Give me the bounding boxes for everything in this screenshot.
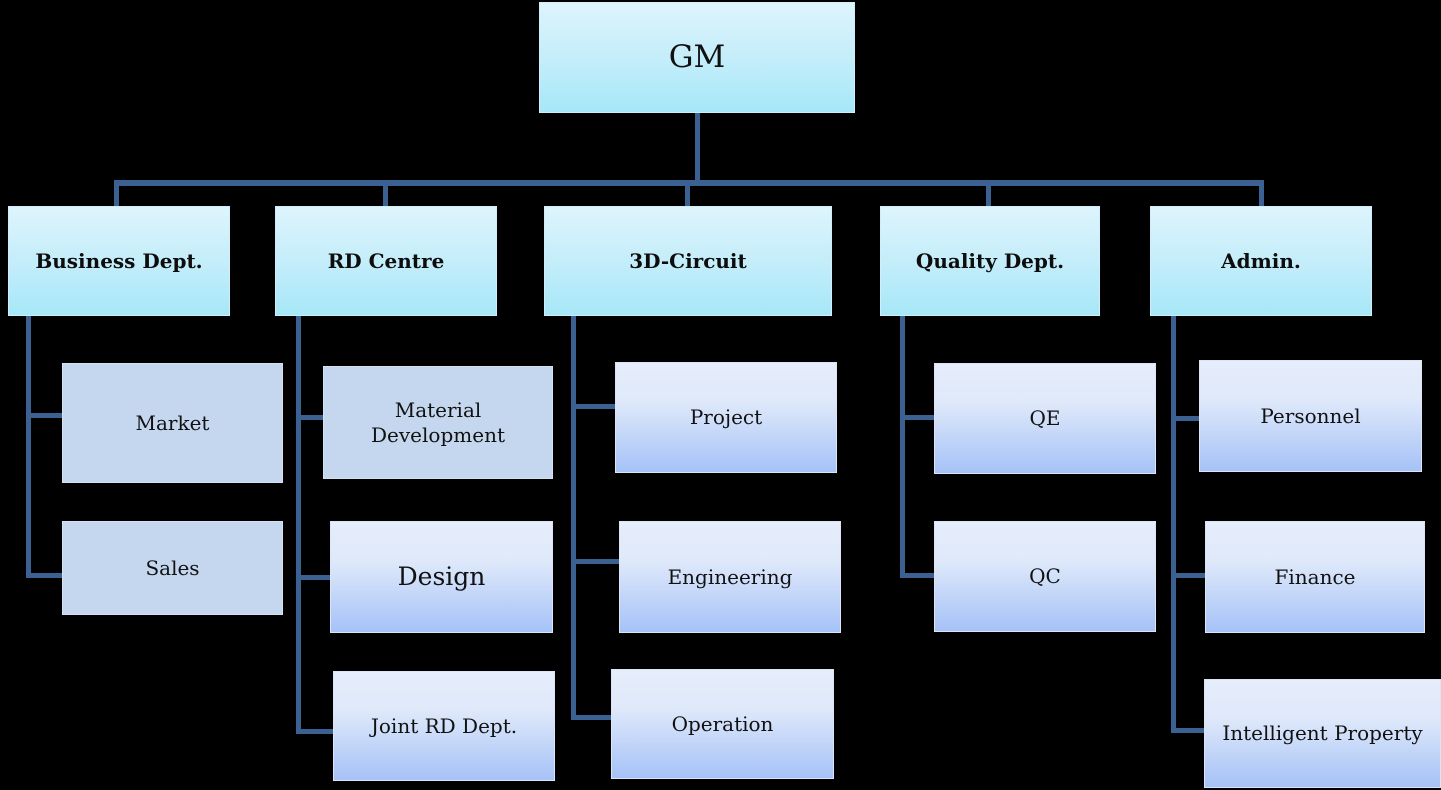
- org-node-qe: QE: [934, 363, 1156, 474]
- org-node-admin: Admin.: [1150, 206, 1372, 316]
- connector-elbow-sales: [26, 573, 62, 578]
- connector-elbow-jointrd: [296, 729, 333, 734]
- connector-elbow-qe: [900, 415, 934, 420]
- connector-trunk-business: [26, 316, 31, 578]
- org-node-sales: Sales: [62, 521, 283, 615]
- connector-stub-admin: [1259, 180, 1264, 206]
- connector-stub-quality: [986, 180, 991, 206]
- connector-gm-drop: [695, 113, 700, 180]
- org-node-gm: GM: [539, 2, 855, 113]
- org-node-jointrd: Joint RD Dept.: [333, 671, 555, 781]
- org-node-market: Market: [62, 363, 283, 483]
- connector-elbow-engineering: [571, 559, 619, 564]
- connector-elbow-matdev: [296, 415, 323, 420]
- connector-stub-business: [114, 180, 119, 206]
- org-node-circuit: 3D-Circuit: [544, 206, 832, 316]
- connector-trunk-quality: [900, 316, 905, 578]
- org-node-qc: QC: [934, 521, 1156, 632]
- connector-elbow-project: [571, 404, 615, 409]
- connector-stub-circuit: [685, 180, 690, 206]
- connector-elbow-qc: [900, 573, 934, 578]
- org-node-business: Business Dept.: [8, 206, 230, 316]
- org-node-matdev: Material Development: [323, 366, 553, 479]
- org-node-personnel: Personnel: [1199, 360, 1422, 472]
- connector-elbow-ip: [1171, 728, 1204, 733]
- org-node-design: Design: [330, 521, 553, 633]
- connector-trunk-admin: [1171, 316, 1176, 733]
- connector-trunk-rd: [296, 316, 301, 734]
- org-node-rd: RD Centre: [275, 206, 497, 316]
- org-node-engineering: Engineering: [619, 521, 841, 633]
- connector-elbow-design: [296, 575, 330, 580]
- org-node-quality: Quality Dept.: [880, 206, 1100, 316]
- org-node-finance: Finance: [1205, 521, 1425, 633]
- connector-trunk-circuit: [571, 316, 576, 720]
- connector-stub-rd: [383, 180, 388, 206]
- org-node-ip: Intelligent Property: [1204, 679, 1441, 788]
- connector-elbow-finance: [1171, 573, 1205, 578]
- connector-elbow-market: [26, 413, 62, 418]
- org-node-operation: Operation: [611, 669, 834, 779]
- org-node-project: Project: [615, 362, 837, 473]
- connector-elbow-personnel: [1171, 416, 1199, 421]
- connector-elbow-operation: [571, 715, 611, 720]
